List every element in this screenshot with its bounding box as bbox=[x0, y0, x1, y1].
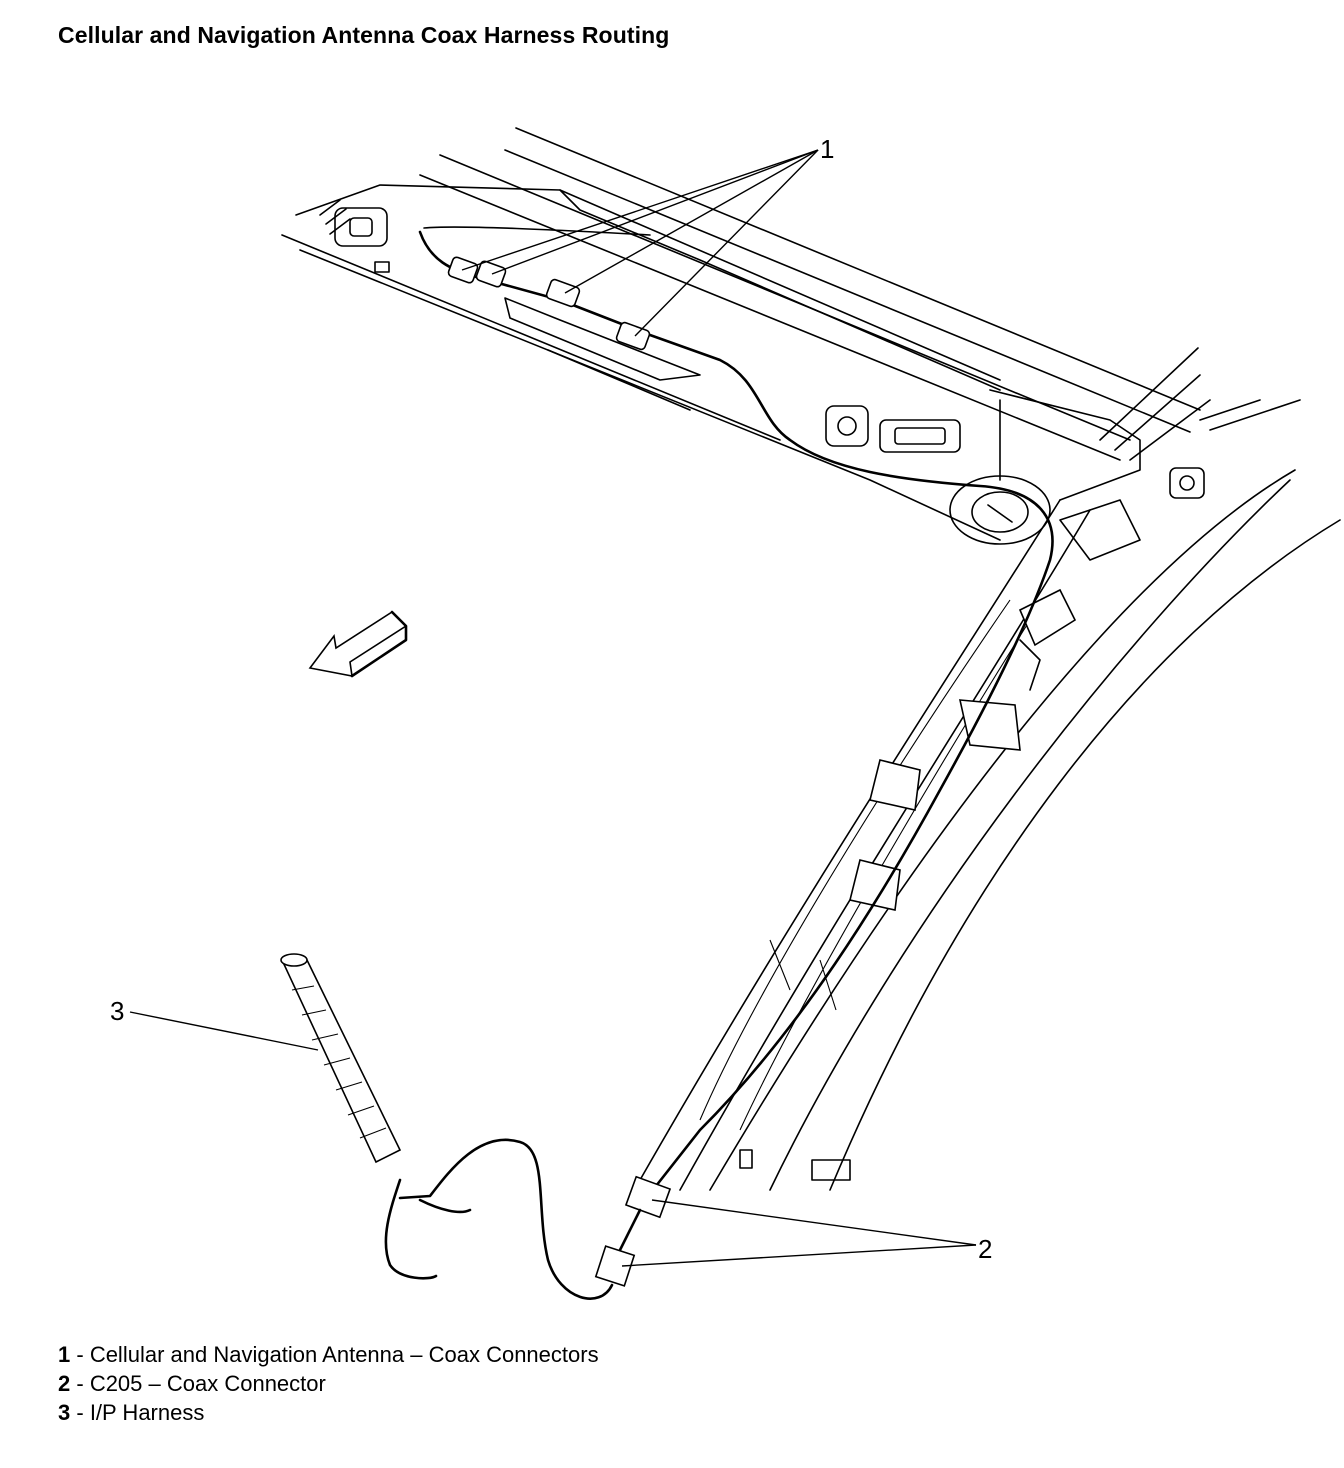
legend-number: 1 bbox=[58, 1342, 71, 1367]
harness-routing-illustration: 1 2 3 bbox=[110, 127, 1341, 1300]
legend-number: 3 bbox=[58, 1400, 71, 1425]
a-pillar bbox=[639, 399, 1341, 1191]
legend: 1 - Cellular and Navigation Antenna – Co… bbox=[58, 1340, 599, 1427]
legend-number: 2 bbox=[58, 1371, 71, 1396]
callout-3: 3 bbox=[110, 996, 124, 1026]
coax-harness bbox=[384, 226, 1054, 1300]
legend-text: - I/P Harness bbox=[76, 1400, 205, 1425]
legend-item: 2 - C205 – Coax Connector bbox=[58, 1369, 599, 1398]
legend-item: 3 - I/P Harness bbox=[58, 1398, 599, 1427]
diagram-title: Cellular and Navigation Antenna Coax Har… bbox=[58, 22, 670, 48]
callout-2: 2 bbox=[978, 1234, 992, 1264]
legend-text: - Cellular and Navigation Antenna – Coax… bbox=[76, 1342, 599, 1367]
callout-1: 1 bbox=[820, 134, 834, 164]
callout-leaders bbox=[129, 149, 977, 1267]
direction-arrow-icon bbox=[308, 610, 408, 678]
legend-item: 1 - Cellular and Navigation Antenna – Co… bbox=[58, 1340, 599, 1369]
legend-text: - C205 – Coax Connector bbox=[76, 1371, 326, 1396]
ip-harness bbox=[280, 953, 402, 1164]
roof-panel bbox=[281, 127, 1211, 545]
